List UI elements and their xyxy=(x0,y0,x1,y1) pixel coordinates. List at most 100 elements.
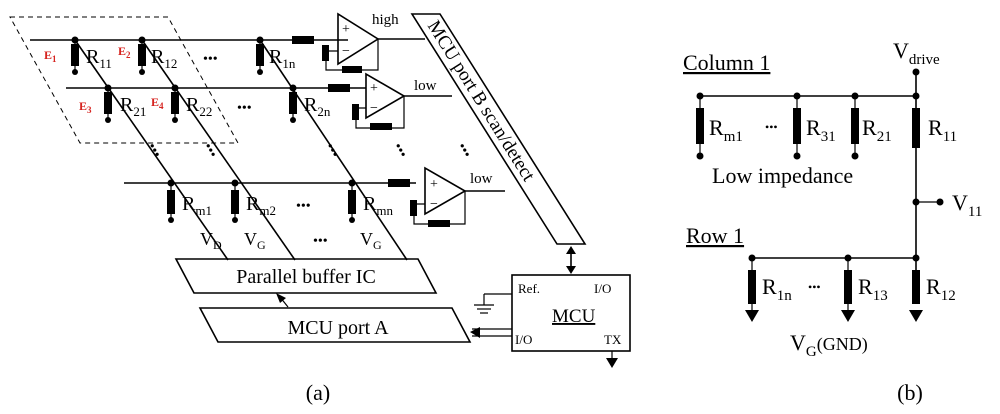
label-e3: E3 xyxy=(79,99,92,115)
mcu-io-top-label: I/O xyxy=(594,281,611,296)
resistor-r1n xyxy=(256,44,264,66)
mcu-io-left-label: I/O xyxy=(515,332,532,347)
amplifier-row-1: + − xyxy=(292,12,425,73)
mcu-tx-label: TX xyxy=(604,332,622,347)
mcu-ref-label: Ref. xyxy=(518,281,540,296)
label-b-r31: R31 xyxy=(806,115,836,145)
label-b-r12: R12 xyxy=(926,274,956,304)
resistor-r2n xyxy=(289,92,297,114)
label-vg2: VG xyxy=(360,229,382,252)
mcu-port-a-label: MCU port A xyxy=(287,317,389,339)
resistor-drops xyxy=(74,40,353,220)
mcu-port-b-label: MCU port B scan/detect xyxy=(423,17,539,186)
tx-arrow-icon xyxy=(606,358,618,368)
resistor-rm2 xyxy=(231,190,239,214)
resistor-rmn xyxy=(348,190,356,214)
panel-b-caption: (b) xyxy=(897,380,923,405)
parallel-buffer-block xyxy=(174,258,438,294)
column-1-line xyxy=(74,39,229,261)
label-r2n: R2n xyxy=(304,94,331,119)
label-r21: R21 xyxy=(120,94,146,119)
resistor-r21 xyxy=(104,92,112,114)
parallel-buffer-label: Parallel buffer IC xyxy=(236,266,376,288)
label-rmn: Rmn xyxy=(363,193,393,218)
panel-a: R11 R12 R1n R21 R22 R2n Rm1 Rm2 Rmn E1 E… xyxy=(9,12,631,405)
resistor-b-r11 xyxy=(912,108,920,148)
resistor-rm1 xyxy=(167,190,175,214)
ellipsis-rowm: ••• xyxy=(296,199,311,214)
label-r1n: R1n xyxy=(269,46,296,71)
resistor-r11 xyxy=(71,44,79,66)
label-r12: R12 xyxy=(151,46,177,71)
amplifier-row-m: + − xyxy=(388,166,505,227)
column-resistor-r21 xyxy=(851,92,859,160)
column-2-line xyxy=(141,39,296,261)
row-resistor-r1n xyxy=(745,254,759,322)
label-rm2: Rm2 xyxy=(246,193,276,218)
column-resistor-rm1 xyxy=(696,92,704,160)
label-b-r13: R13 xyxy=(858,274,888,304)
label-r22: R22 xyxy=(186,94,212,119)
svg-text:−: − xyxy=(342,44,350,59)
label-e4: E4 xyxy=(151,95,164,111)
ellipsis-b-row: ••• xyxy=(808,280,821,294)
row-resistor-r13 xyxy=(841,254,855,322)
column-resistor-r31 xyxy=(793,92,801,160)
ellipsis-col1: ••• xyxy=(144,141,164,161)
ellipsis-col2: ••• xyxy=(200,141,220,161)
ellipsis-vg: ••• xyxy=(313,234,328,249)
label-b-r11: R11 xyxy=(928,115,957,145)
arrow-up-icon xyxy=(566,246,576,254)
label-b-rm1: Rm1 xyxy=(709,115,743,145)
ellipsis-col3: ••• xyxy=(390,141,410,161)
vdrive-node xyxy=(912,68,920,76)
svg-text:+: + xyxy=(370,81,378,96)
ellipsis-row2: ••• xyxy=(237,101,252,116)
label-e1: E1 xyxy=(44,48,57,64)
junction-dots xyxy=(71,36,356,223)
mcu-port-b-block xyxy=(410,13,587,245)
ellipsis-coln: ••• xyxy=(322,141,342,161)
svg-text:+: + xyxy=(342,22,350,37)
label-rm1: Rm1 xyxy=(182,193,212,218)
r11-top-node xyxy=(912,92,920,100)
mcu-title: MCU xyxy=(552,306,596,327)
arrow-icon xyxy=(276,293,286,303)
amp-output-row2: low xyxy=(414,78,437,94)
v11-terminal xyxy=(936,198,944,206)
low-impedance-label: Low impedance xyxy=(712,163,853,188)
mcu-box xyxy=(511,274,631,352)
resistor-r22 xyxy=(171,92,179,114)
label-r11: R11 xyxy=(86,46,112,71)
amp-output-rowm: low xyxy=(470,171,493,187)
label-e2: E2 xyxy=(118,44,131,60)
row-resistor-r12 xyxy=(909,254,923,322)
ellipsis-row1: ••• xyxy=(203,52,218,67)
ground-icon xyxy=(474,293,512,314)
arrow-left-icon xyxy=(470,327,480,338)
label-vd: VD xyxy=(200,229,222,252)
column-1-label: Column 1 xyxy=(683,50,770,75)
resistor-r12 xyxy=(138,44,146,66)
highlight-region xyxy=(9,16,239,144)
label-b-r1n: R1n xyxy=(762,274,792,304)
svg-text:+: + xyxy=(430,177,438,192)
arrow-down-icon xyxy=(566,266,576,274)
column-n-line xyxy=(259,39,408,261)
ellipsis-b-column: ••• xyxy=(765,120,778,134)
panel-a-caption: (a) xyxy=(306,380,330,405)
label-vg1: VG xyxy=(244,229,266,252)
vg-gnd-label: VG(GND) xyxy=(790,330,868,360)
mcu-port-a-block xyxy=(198,307,472,343)
vdrive-label: Vdrive xyxy=(893,38,940,68)
panel-b: Column 1 Vdrive Rm1 ••• R31 R21 R11 Low … xyxy=(683,38,982,405)
svg-text:−: − xyxy=(430,197,438,212)
row-1-label: Row 1 xyxy=(686,223,744,248)
amp-output-row1: high xyxy=(372,12,399,28)
svg-text:−: − xyxy=(370,101,378,116)
amplifier-row-2: + − xyxy=(328,72,452,130)
ellipsis-col4: ••• xyxy=(454,141,474,161)
label-b-r21: R21 xyxy=(862,115,892,145)
v11-label: V11 xyxy=(952,190,982,220)
